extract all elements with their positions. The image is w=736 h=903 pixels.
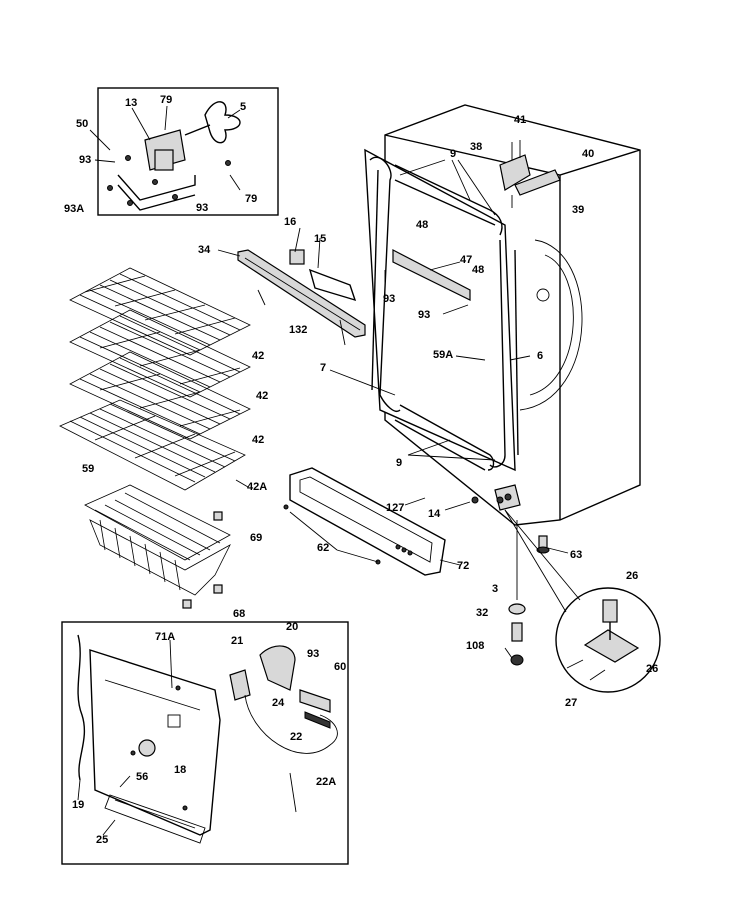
callout-9: 9 (450, 148, 456, 160)
leveler-parts (508, 520, 550, 666)
callout-24: 24 (272, 697, 285, 709)
callout-27: 27 (565, 697, 577, 709)
callout-79-b: 79 (245, 193, 257, 205)
callout-42: 42 (252, 350, 264, 362)
wire-basket (84, 484, 231, 609)
shelf-1 (69, 267, 251, 356)
callout-16: 16 (284, 216, 296, 228)
callout-93-c: 93 (383, 293, 395, 305)
kick-grille (283, 467, 446, 576)
callout-56: 56 (136, 771, 148, 783)
callout-labels: 13 79 5 50 93 93A 93 79 41 38 40 39 9 16… (64, 94, 658, 846)
callout-42-c: 42 (252, 434, 264, 446)
callout-50: 50 (76, 118, 88, 130)
shelf-4 (59, 399, 246, 491)
callout-22A: 22A (316, 776, 336, 788)
callout-93-b: 93 (196, 202, 208, 214)
callout-32: 32 (476, 607, 488, 619)
callout-79: 79 (160, 94, 172, 106)
callout-72: 72 (457, 560, 469, 572)
callout-21: 21 (231, 635, 243, 647)
callout-42-b: 42 (256, 390, 268, 402)
callout-40: 40 (582, 148, 594, 160)
callout-26-b: 26 (646, 663, 658, 675)
shelf-2 (69, 309, 251, 398)
callout-34: 34 (198, 244, 211, 256)
callout-59A: 59A (433, 349, 453, 361)
callout-22: 22 (290, 731, 302, 743)
callout-19: 19 (72, 799, 84, 811)
callout-41: 41 (514, 114, 526, 126)
callout-48: 48 (416, 219, 428, 231)
callout-18: 18 (174, 764, 186, 776)
callout-5: 5 (240, 101, 246, 113)
callout-127: 127 (386, 502, 404, 514)
rear-panel-inset (61, 621, 349, 865)
callout-93-d: 93 (418, 309, 430, 321)
callout-42A: 42A (247, 481, 267, 493)
callout-60: 60 (334, 661, 346, 673)
callout-39: 39 (572, 204, 584, 216)
callout-93-e: 93 (307, 648, 319, 660)
hinge-inset (504, 509, 661, 693)
callout-93A: 93A (64, 203, 84, 215)
callout-71A: 71A (155, 631, 175, 643)
callout-93: 93 (79, 154, 91, 166)
fan-motor-inset (89, 87, 279, 216)
callout-47: 47 (460, 254, 472, 266)
callout-26: 26 (626, 570, 638, 582)
callout-6: 6 (537, 350, 543, 362)
evaporator-parts (237, 249, 366, 346)
callout-15: 15 (314, 233, 326, 245)
callout-69: 69 (250, 532, 262, 544)
callout-25: 25 (96, 834, 108, 846)
callout-38: 38 (470, 141, 482, 153)
callout-59: 59 (82, 463, 94, 475)
callout-68: 68 (233, 608, 245, 620)
callout-14: 14 (428, 508, 441, 520)
callout-62: 62 (317, 542, 329, 554)
callout-9-b: 9 (396, 457, 402, 469)
callout-63: 63 (570, 549, 582, 561)
callout-20: 20 (286, 621, 298, 633)
callout-3: 3 (492, 583, 498, 595)
callout-7: 7 (320, 362, 326, 374)
callout-13: 13 (125, 97, 137, 109)
shelf-3 (69, 351, 251, 440)
callout-108: 108 (466, 640, 484, 652)
freezer-cabinet (364, 104, 641, 526)
callout-48-b: 48 (472, 264, 484, 276)
shelf-racks (59, 267, 251, 491)
callout-132: 132 (289, 324, 307, 336)
leader-lines (77, 105, 569, 836)
